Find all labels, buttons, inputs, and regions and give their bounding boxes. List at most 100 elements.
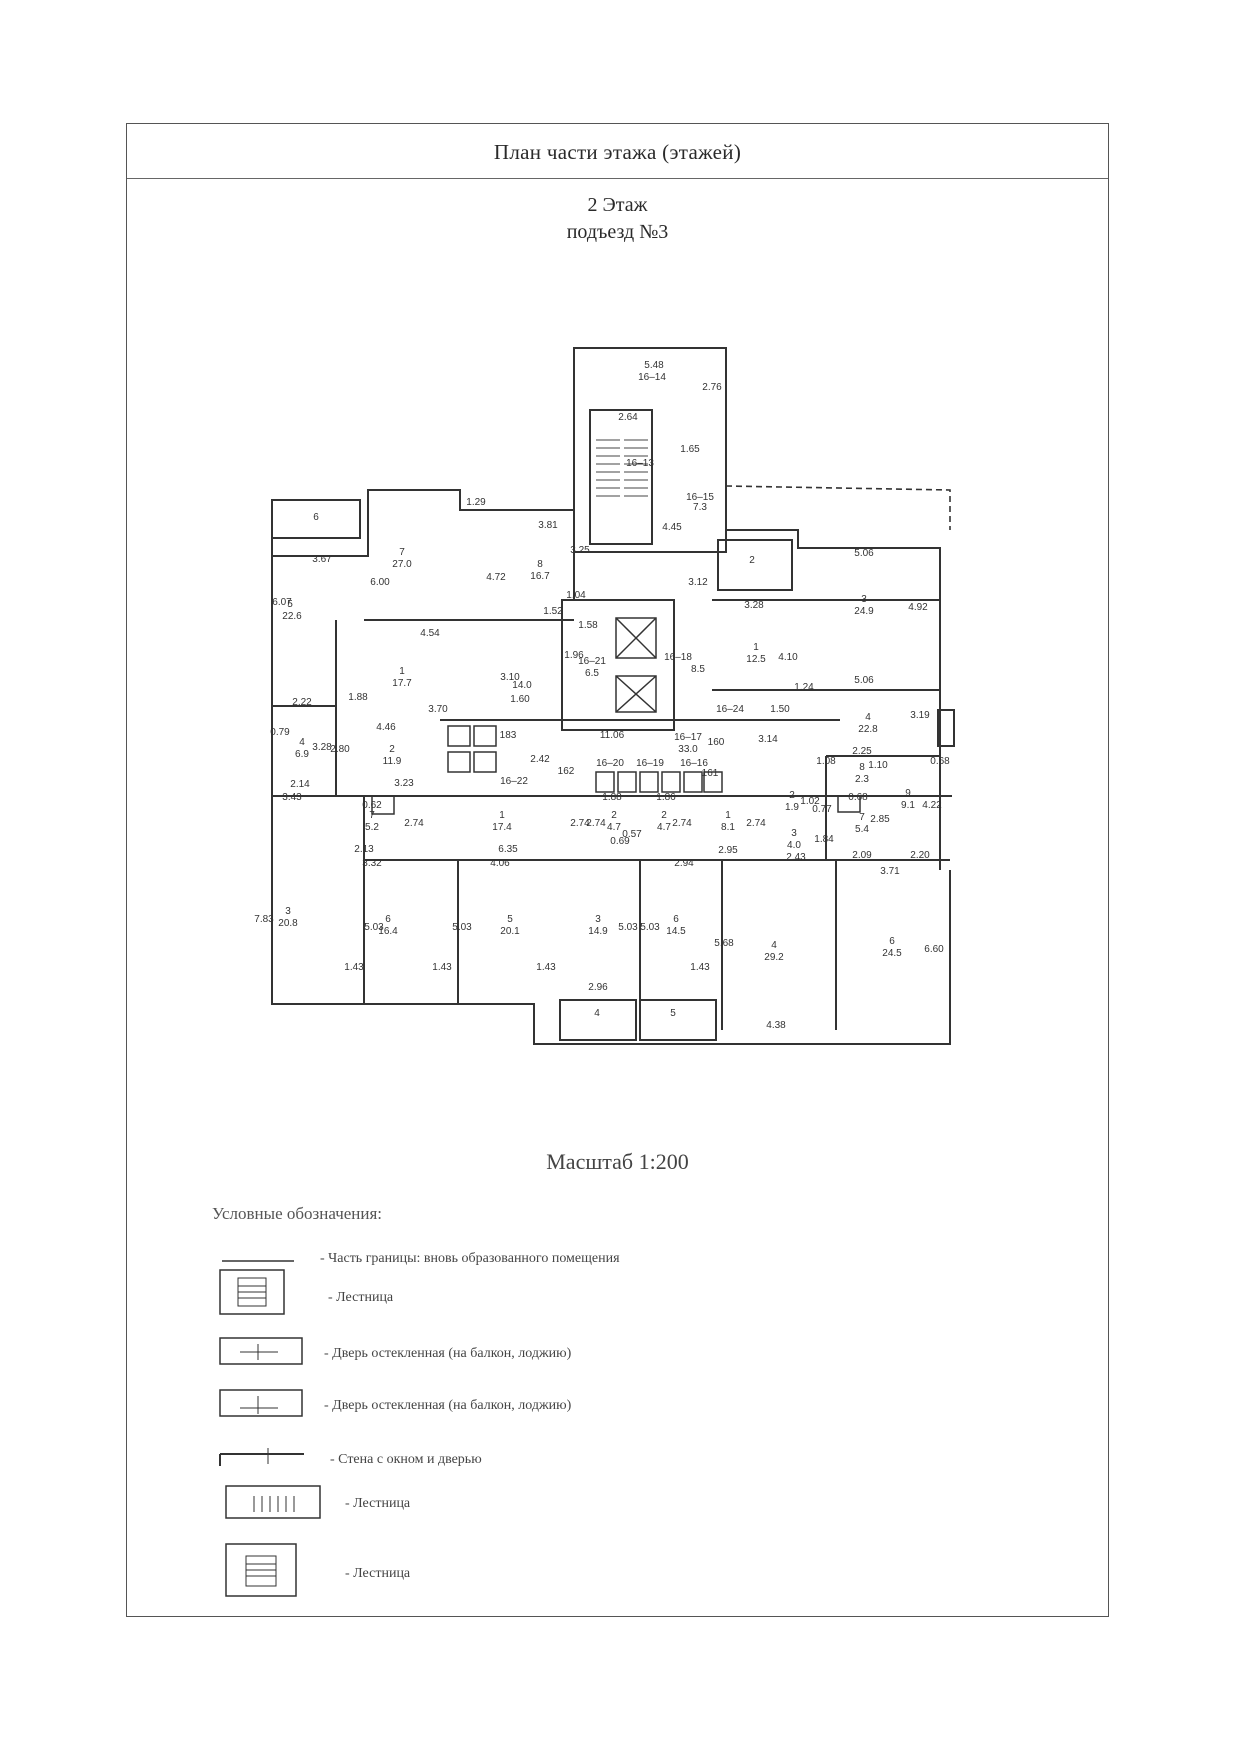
plan-label: 3.12 [688,577,708,588]
plan-label: 161 [702,768,719,779]
staircase-icon [225,1543,297,1597]
plan-label: 1.88 [348,692,368,703]
plan-label: 3.43 [282,792,302,803]
plan-label: 16–15 [686,492,714,503]
plan-label: 6.07 [272,597,292,608]
plan-label: 5.2 [365,822,379,833]
plan-label: 1.43 [536,962,556,973]
plan-label: 16–16 [680,758,708,769]
plan-label: 5.68 [714,938,734,949]
plan-label: 4.22 [922,800,942,811]
plan-label: 11.9 [383,756,402,767]
plan-label: 6.60 [924,944,944,955]
plan-label: 3.32 [362,858,382,869]
header-divider [127,178,1108,179]
plan-label: 3.25 [570,545,590,556]
plan-label: 5 [670,1008,676,1019]
plan-label: 1.9 [785,802,799,813]
plan-label: 0.77 [812,804,832,815]
plan-label: 24.9 [854,606,874,617]
plan-label: 4.0 [787,840,801,851]
plan-label: 11.06 [600,730,625,741]
plan-label: 2.74 [570,818,590,829]
plan-label: 6.5 [585,668,599,679]
plan-label: 1.50 [770,704,790,715]
plan-label: 4.7 [657,822,671,833]
boundary-line-icon [222,1260,294,1262]
plan-label: 16.4 [378,926,398,937]
document-title: План части этажа (этажей) [493,140,742,164]
plan-label: 4.46 [376,722,396,733]
plan-label: 12.5 [746,654,766,665]
plan-label: 2.09 [852,850,872,861]
plan-label: 6.00 [370,577,390,588]
plan-label: 1.88 [602,792,622,803]
plan-label: 2.95 [718,845,738,856]
plan-label: 5.4 [855,824,869,835]
plan-label: 27.0 [392,559,412,570]
balcony-5 [639,999,717,1041]
plan-label: 24.5 [882,948,902,959]
plan-label: 2 [389,744,395,755]
plan-label: 2.14 [290,779,310,790]
staircase-icon [219,1269,285,1315]
plan-label: 6 [313,512,319,523]
plan-label: 2.76 [702,382,722,393]
plan-label: 17.7 [392,678,412,689]
plan-label: 5.48 [644,360,664,371]
plan-label: 22.8 [858,724,878,735]
plan-label: 6 [673,914,679,925]
plan-label: 1.65 [680,444,700,455]
plan-label: 2 [661,810,667,821]
plan-label: 1.08 [816,756,836,767]
plan-label: 4 [299,737,305,748]
plan-label: 16–14 [638,372,666,383]
plan-label: 4 [594,1008,600,1019]
plan-label: 3 [861,594,867,605]
plan-label: 14.9 [588,926,608,937]
plan-label: 3.71 [880,866,900,877]
plan-label: 20.8 [278,918,298,929]
plan-label: 0.68 [930,756,950,767]
plan-label: 2.20 [910,850,930,861]
legend-label: - Дверь остекленная (на балкон, лоджию) [324,1346,572,1361]
legend-label: - Дверь остекленная (на балкон, лоджию) [324,1398,572,1413]
plan-label: 4.10 [778,652,798,663]
upper-left-block [272,489,575,600]
legend-label: - Стена с окном и дверью [330,1452,482,1467]
glazed-door-icon [219,1389,303,1417]
plan-label: 14.5 [666,926,686,937]
plan-label: 0.68 [848,792,868,803]
plan-label: 16–17 [674,732,702,743]
plan-label: 3.23 [394,778,414,789]
elevator-icon [615,617,657,713]
plan-label: 1.02 [800,796,820,807]
plan-label: 1.10 [868,760,888,771]
plan-label: 4.7 [607,822,621,833]
plan-label: 1.58 [578,620,598,631]
plan-label: 16–21 [578,656,606,667]
plan-label: 5.03 [364,922,384,933]
plan-label: 1 [499,810,505,821]
elevator-core [561,599,675,731]
plan-label: 7 [369,810,375,821]
bottom-apartments-outline [363,796,951,1045]
plan-label: 1 [725,810,731,821]
stairwell [589,409,653,545]
floor-label: 2 Этаж [587,194,648,216]
plan-label: 1 [753,642,759,653]
plan-label: 5.03 [618,922,638,933]
wall-window-door-icon [219,1448,304,1466]
plan-label: 5 [507,914,513,925]
plan-label: 2 [611,810,617,821]
right-wing-outline [725,488,941,870]
plan-label: 1.43 [432,962,452,973]
plan-label: 5 [287,599,293,610]
plan-label: 2.3 [855,774,869,785]
plan-label: 17.4 [492,822,512,833]
plan-label: 1.29 [466,497,486,508]
plan-label: 4 [865,712,871,723]
plan-label: 1.84 [814,834,834,845]
plan-label: 2.22 [292,697,312,708]
staircase-icon [225,1485,321,1519]
